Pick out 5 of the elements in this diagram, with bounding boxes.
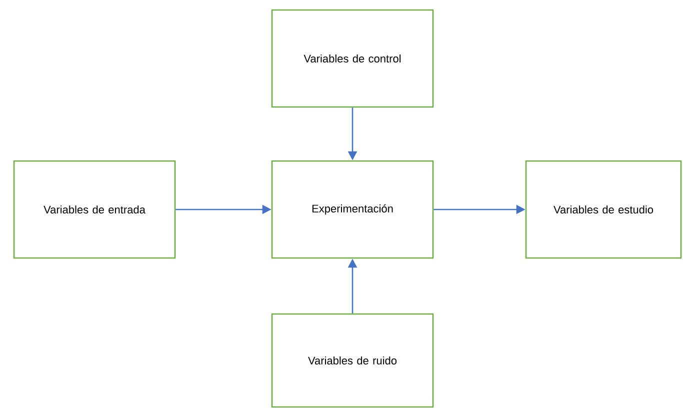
process-box: Variables de estudio bbox=[525, 160, 682, 259]
process-box: Experimentación bbox=[271, 160, 434, 259]
process-box: Variables de control bbox=[271, 9, 434, 108]
process-box: Variables de entrada bbox=[13, 160, 176, 259]
process-box: Variables de ruido bbox=[271, 313, 434, 408]
